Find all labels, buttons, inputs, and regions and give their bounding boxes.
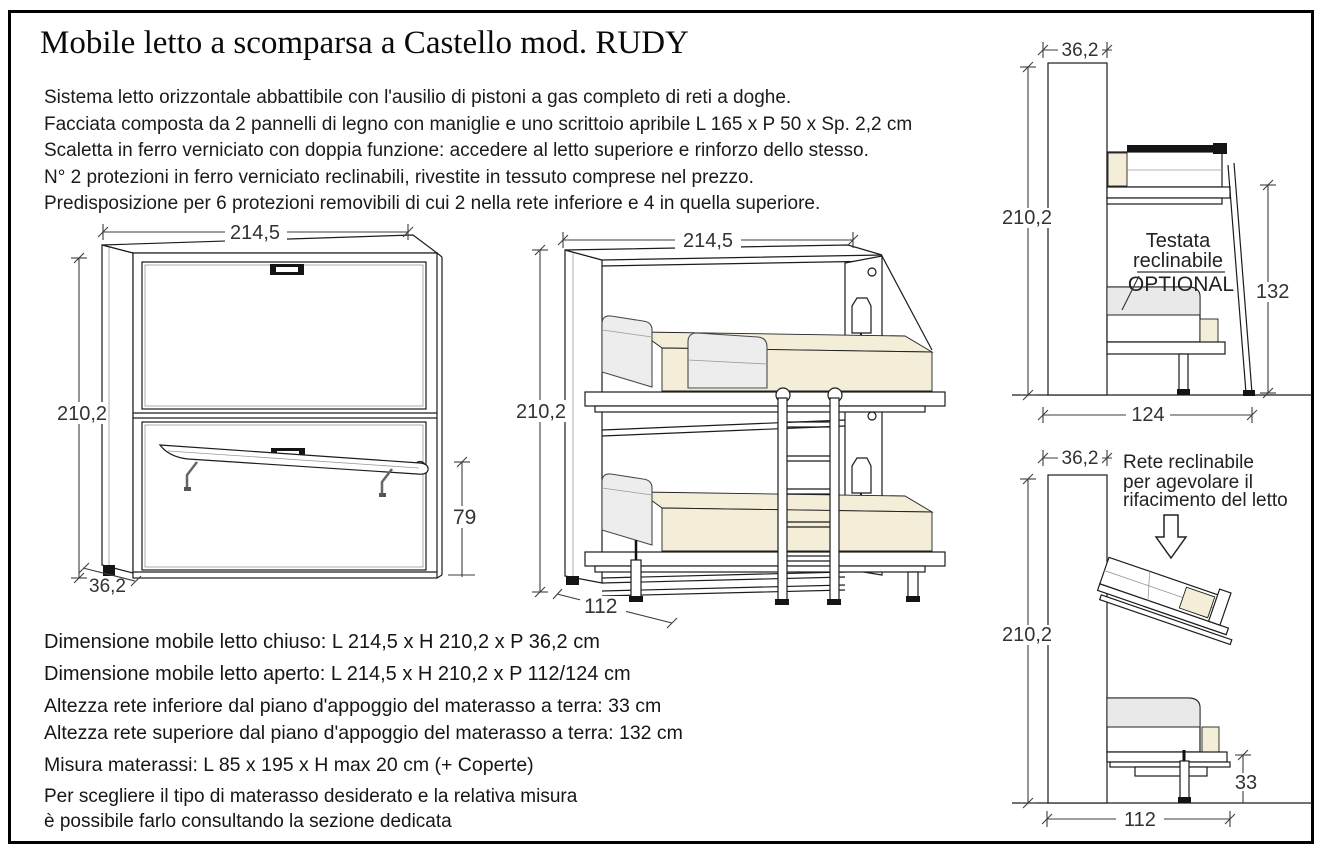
description-line: N° 2 protezioni in ferro verniciato recl… xyxy=(44,166,754,188)
dim-height-label: 210,2 xyxy=(1002,207,1052,229)
top-door-panel xyxy=(141,261,427,410)
dim-total-depth-label: 112 xyxy=(1124,809,1156,831)
leader-line xyxy=(1121,275,1140,311)
lower-bed-side xyxy=(1106,286,1226,395)
pillow xyxy=(1199,318,1219,343)
desk-bracket xyxy=(185,461,198,489)
dim-depth-label: 36,2 xyxy=(1062,448,1099,469)
lower-platform-side xyxy=(1106,751,1228,763)
ladder xyxy=(775,387,843,605)
dim-lower-bed-label: 33 xyxy=(1235,772,1257,794)
dim-height-open: 210,2 xyxy=(514,244,568,598)
lower-bed-side xyxy=(1106,697,1231,803)
dim-total-depth: 112 xyxy=(1041,809,1236,831)
latch xyxy=(867,267,877,277)
lower-bed xyxy=(584,457,946,602)
dim-depth-open: 112 xyxy=(552,588,678,629)
note-line-2: per agevolare il xyxy=(1123,472,1253,493)
gas-piston xyxy=(851,457,872,494)
spec-lower-net-height: Altezza rete inferiore dal piano d'appog… xyxy=(44,695,662,717)
dim-height-label: 210,2 xyxy=(57,403,107,425)
spec-closed-dimensions: Dimensione mobile letto chiuso: L 214,5 … xyxy=(44,631,600,653)
note-line-1: Rete reclinabile xyxy=(1123,452,1254,473)
cabinet-foot xyxy=(103,565,115,576)
product-description: Sistema letto orizzontale abbattibile co… xyxy=(44,85,912,218)
reclined-upper-bed xyxy=(1096,556,1233,646)
cabinet-closed xyxy=(101,234,443,579)
lower-platform-side xyxy=(1106,341,1226,355)
spec-open-dimensions: Dimensione mobile letto aperto: L 214,5 … xyxy=(44,663,631,685)
dim-height-label: 210,2 xyxy=(516,401,566,423)
bed-leg xyxy=(907,571,919,599)
page-border xyxy=(8,10,1314,844)
dim-height-label: 210,2 xyxy=(1002,624,1052,646)
upper-platform-side xyxy=(1106,186,1231,199)
bed-leg xyxy=(1178,353,1189,392)
dim-upper-bed-height: 132 xyxy=(1253,179,1289,399)
page-title: Mobile letto a scomparsa a Castello mod.… xyxy=(40,25,689,61)
latch xyxy=(867,411,877,421)
dim-depth-label: 112 xyxy=(584,595,617,618)
description-line: Scaletta in ferro verniciato con doppia … xyxy=(44,140,869,161)
dim-width-closed: 214,5 xyxy=(97,222,414,244)
down-arrow-icon xyxy=(1154,514,1188,560)
description-line: Predisposizione per 6 protezioni removib… xyxy=(44,193,821,214)
guard-rail xyxy=(601,473,653,546)
dim-lower-bed-height: 33 xyxy=(1230,749,1260,803)
dim-total-depth: 124 xyxy=(1037,404,1258,426)
ladder-side xyxy=(1227,164,1247,394)
note-line-3: OPTIONAL xyxy=(1128,273,1234,296)
upper-bed xyxy=(584,297,946,413)
bed-leg xyxy=(1179,760,1190,799)
upper-bed-side xyxy=(1106,143,1255,396)
fold-out-desk xyxy=(158,444,429,497)
reclining-net-note: Rete reclinabile per agevolare il rifaci… xyxy=(1123,452,1288,560)
dim-depth-label: 36,2 xyxy=(1062,40,1099,61)
dim-depth-side: 36,2 xyxy=(1037,448,1113,469)
description-line: Sistema letto orizzontale abbattibile co… xyxy=(44,87,792,108)
drawing-side-reclined: Rete reclinabile per agevolare il rifaci… xyxy=(1000,448,1312,831)
dim-width-open: 214,5 xyxy=(557,230,859,252)
gas-piston xyxy=(851,297,872,334)
description-line: Facciata composta da 2 pannelli di legno… xyxy=(44,113,913,135)
spec-note-line-2: è possibile farlo consultando la sezione… xyxy=(44,811,452,832)
dim-upper-bed-label: 132 xyxy=(1256,281,1289,303)
dim-depth-side: 36,2 xyxy=(1037,40,1113,61)
note-line-3: rifacimento del letto xyxy=(1123,490,1288,511)
bed-leg xyxy=(630,559,642,599)
pillow xyxy=(1201,726,1220,753)
dim-desk-height-label: 79 xyxy=(453,506,476,529)
cabinet-side-panel xyxy=(1047,474,1108,804)
dim-height-closed: 210,2 xyxy=(55,252,107,584)
note-line-1: Testata xyxy=(1146,230,1211,252)
cabinet-side-panel xyxy=(1047,62,1108,396)
pillow xyxy=(1107,152,1128,187)
spec-mattress-size: Misura materassi: L 85 x 195 x H max 20 … xyxy=(44,754,534,776)
upper-bed-platform xyxy=(584,391,946,407)
dim-height-side: 210,2 xyxy=(1000,473,1054,809)
dim-depth-label: 36,2 xyxy=(89,576,126,597)
spec-upper-net-height: Altezza rete superiore dal piano d'appog… xyxy=(44,722,683,744)
dim-width-label: 214,5 xyxy=(683,230,733,252)
drawing-side-open: Testata reclinabile OPTIONAL 36,2 210,2 … xyxy=(1000,40,1312,426)
drawing-closed-front: 214,5 210,2 79 36,2 xyxy=(55,222,477,597)
dim-depth-closed: 36,2 xyxy=(78,562,142,597)
dim-total-depth-label: 124 xyxy=(1131,404,1164,426)
pillow xyxy=(1178,586,1216,619)
dim-height-side: 210,2 xyxy=(1000,61,1054,401)
desk-bracket xyxy=(380,468,393,495)
drawing-open-front: 214,5 210,2 112 xyxy=(514,230,946,629)
folded-guard-rails xyxy=(1127,145,1223,152)
dim-width-label: 214,5 xyxy=(230,222,280,244)
dim-desk-height: 79 xyxy=(448,456,477,577)
guard-rail xyxy=(687,332,768,389)
note-line-2: reclinabile xyxy=(1133,250,1223,272)
net-frame xyxy=(1134,766,1208,777)
optional-headboard-note: Testata reclinabile OPTIONAL xyxy=(1121,230,1234,311)
guard-rail xyxy=(601,315,653,388)
spec-note-line-1: Per scegliere il tipo di materasso desid… xyxy=(44,786,578,807)
